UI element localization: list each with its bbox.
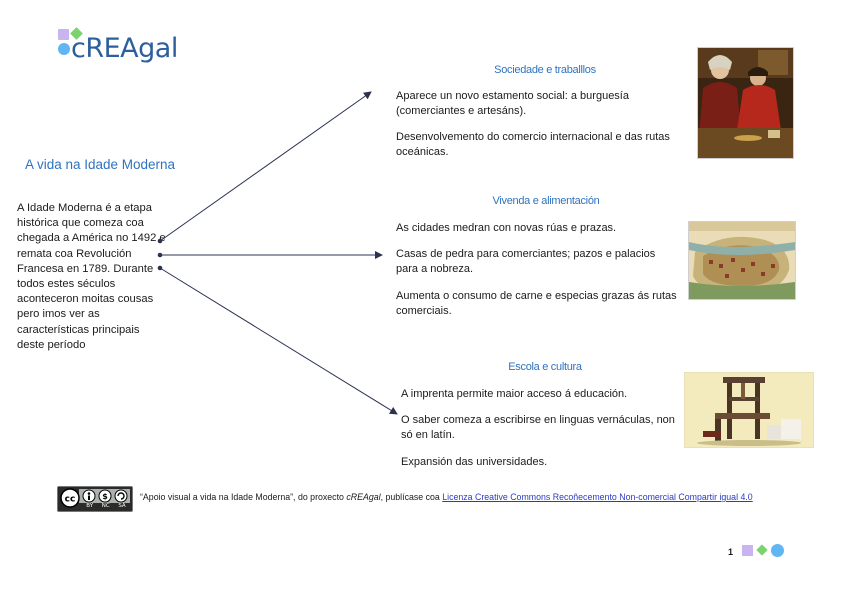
- intro-text: A Idade Moderna é a etapa histórica que …: [17, 202, 166, 351]
- creative-commons-badge[interactable]: cc $ BY NC SA: [57, 486, 133, 512]
- section-title-vivenda: Vivenda e alimentación: [492, 195, 600, 207]
- vivenda-item-2: Casas de pedra para comerciantes; pazos …: [396, 248, 656, 275]
- arrow-to-sociedade: [159, 91, 372, 242]
- creagal-logo: cREAgal: [57, 27, 178, 67]
- svg-text:$: $: [102, 492, 108, 501]
- city-map-image: [688, 221, 796, 300]
- section-title-escola: Escola e cultura: [508, 361, 582, 373]
- license-text: “Apoio visual a vida na Idade Moderna”, …: [140, 492, 753, 502]
- escola-item-3: Expansión das universidades.: [401, 456, 548, 468]
- logo-text: cREAgal: [71, 33, 178, 64]
- footer-circle-icon: [771, 544, 784, 557]
- sociedade-item-2: Desenvolvemento do comercio internaciona…: [396, 131, 670, 158]
- cc-labels: BY NC SA: [86, 503, 126, 509]
- printing-press-image: [684, 372, 814, 448]
- arrow-to-escola: [159, 267, 398, 415]
- escola-item-1: A imprenta permite maior acceso á educac…: [401, 388, 628, 400]
- escola-item-2: O saber comeza a escribirse en linguas v…: [401, 414, 675, 441]
- svg-text:cc: cc: [65, 495, 76, 505]
- logo-circle-icon: [58, 43, 70, 55]
- license-link[interactable]: Licenza Creative Commons Recoñecemento N…: [442, 492, 753, 502]
- section-title-sociedade: Sociedade e traballlos: [494, 64, 596, 76]
- vivenda-item-3: Aumenta o consumo de carne e especias gr…: [396, 290, 677, 317]
- footer-square-icon: [742, 545, 753, 556]
- main-title: A vida na Idade Moderna: [24, 157, 176, 172]
- page-number: 1: [728, 547, 734, 557]
- logo-square-icon: [58, 29, 69, 40]
- merchant-painting-image: [697, 47, 794, 159]
- sociedade-item-1: Aparece un novo estamento social: a burg…: [396, 90, 629, 117]
- vivenda-item-1: As cidades medran con novas rúas e praza…: [396, 222, 617, 234]
